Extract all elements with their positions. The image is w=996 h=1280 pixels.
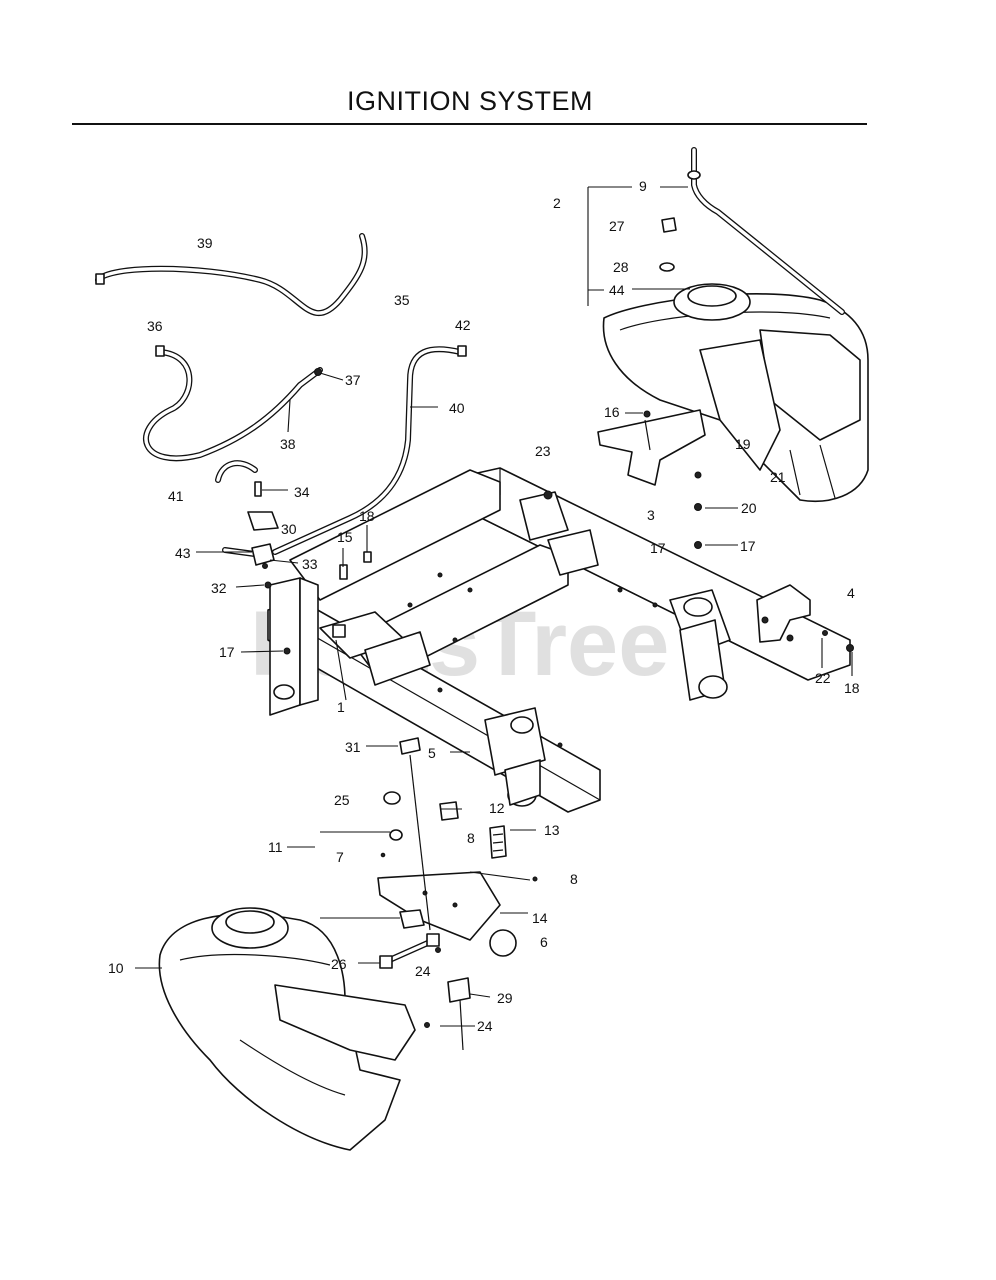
callout-7: 7	[336, 849, 344, 865]
connector-42	[457, 345, 467, 357]
leader-lines	[135, 186, 853, 1027]
wiring-harness	[95, 233, 463, 558]
callout-43: 43	[175, 545, 191, 561]
callout-18-right: 18	[844, 680, 860, 696]
switch-1	[332, 624, 346, 638]
callout-26: 26	[331, 956, 347, 972]
callout-3: 3	[647, 507, 655, 523]
callout-44: 44	[609, 282, 625, 298]
callout-10: 10	[108, 960, 124, 976]
callout-38: 38	[280, 436, 296, 452]
callout-16: 16	[604, 404, 620, 420]
callout-34: 34	[294, 484, 310, 500]
callout-27: 27	[609, 218, 625, 234]
tank-bracket	[597, 409, 706, 486]
title-rule	[72, 123, 867, 125]
callout-5: 5	[428, 745, 436, 761]
callout-11: 11	[268, 839, 283, 855]
callout-42: 42	[455, 317, 471, 333]
cap-gasket	[659, 262, 675, 272]
callout-22: 22	[815, 670, 831, 686]
callout-8-lower: 8	[570, 871, 578, 887]
callout-37: 37	[345, 372, 361, 388]
callout-2: 2	[553, 195, 561, 211]
ignition-plate-assembly	[377, 737, 538, 1051]
callout-17-left: 17	[219, 644, 235, 660]
fuel-tank-left	[158, 907, 416, 1151]
callout-12: 12	[489, 800, 505, 816]
clip-30	[247, 511, 279, 531]
connector-36	[155, 345, 165, 357]
connector-end	[95, 273, 105, 285]
fuel-tank-right	[602, 283, 869, 502]
callout-19: 19	[735, 436, 751, 452]
right-bracket	[756, 584, 811, 643]
callout-21: 21	[770, 469, 786, 485]
switch-body	[251, 543, 275, 566]
callout-1: 1	[337, 699, 345, 715]
callout-14: 14	[532, 910, 548, 926]
callout-28: 28	[613, 259, 629, 275]
vent-line	[687, 147, 845, 315]
page-title: IGNITION SYSTEM	[346, 86, 594, 116]
callout-17-right: 17	[740, 538, 756, 554]
callout-40: 40	[449, 400, 465, 416]
callout-32: 32	[211, 580, 227, 596]
callout-30: 30	[281, 521, 297, 537]
callout-4: 4	[847, 585, 855, 601]
callout-6: 6	[540, 934, 548, 950]
callout-29: 29	[497, 990, 513, 1006]
callout-9: 9	[639, 178, 647, 194]
callout-41: 41	[168, 488, 184, 504]
callout-39: 39	[197, 235, 213, 251]
callout-15: 15	[337, 529, 353, 545]
callout-31: 31	[345, 739, 361, 755]
chassis-frame	[267, 467, 851, 813]
callout-36: 36	[147, 318, 163, 334]
callout-17-center: 17	[650, 540, 666, 556]
callout-25: 25	[334, 792, 350, 808]
spacer-34	[254, 481, 262, 497]
callout-labels: 1 2 3 4 5 6 7 8 8 9 10 11 12 13 14 15 16…	[108, 178, 860, 1034]
callout-23: 23	[535, 443, 551, 459]
callout-13: 13	[544, 822, 560, 838]
tank-cap	[661, 217, 677, 233]
callout-33: 33	[302, 556, 318, 572]
callout-20: 20	[741, 500, 757, 516]
bolt-15	[339, 564, 348, 580]
callout-18-upper: 18	[359, 508, 375, 524]
callout-24-lower: 24	[477, 1018, 493, 1034]
bolt-18	[363, 551, 372, 563]
callout-8-upper: 8	[467, 830, 475, 846]
callout-35: 35	[394, 292, 410, 308]
callout-24-upper: 24	[415, 963, 431, 979]
